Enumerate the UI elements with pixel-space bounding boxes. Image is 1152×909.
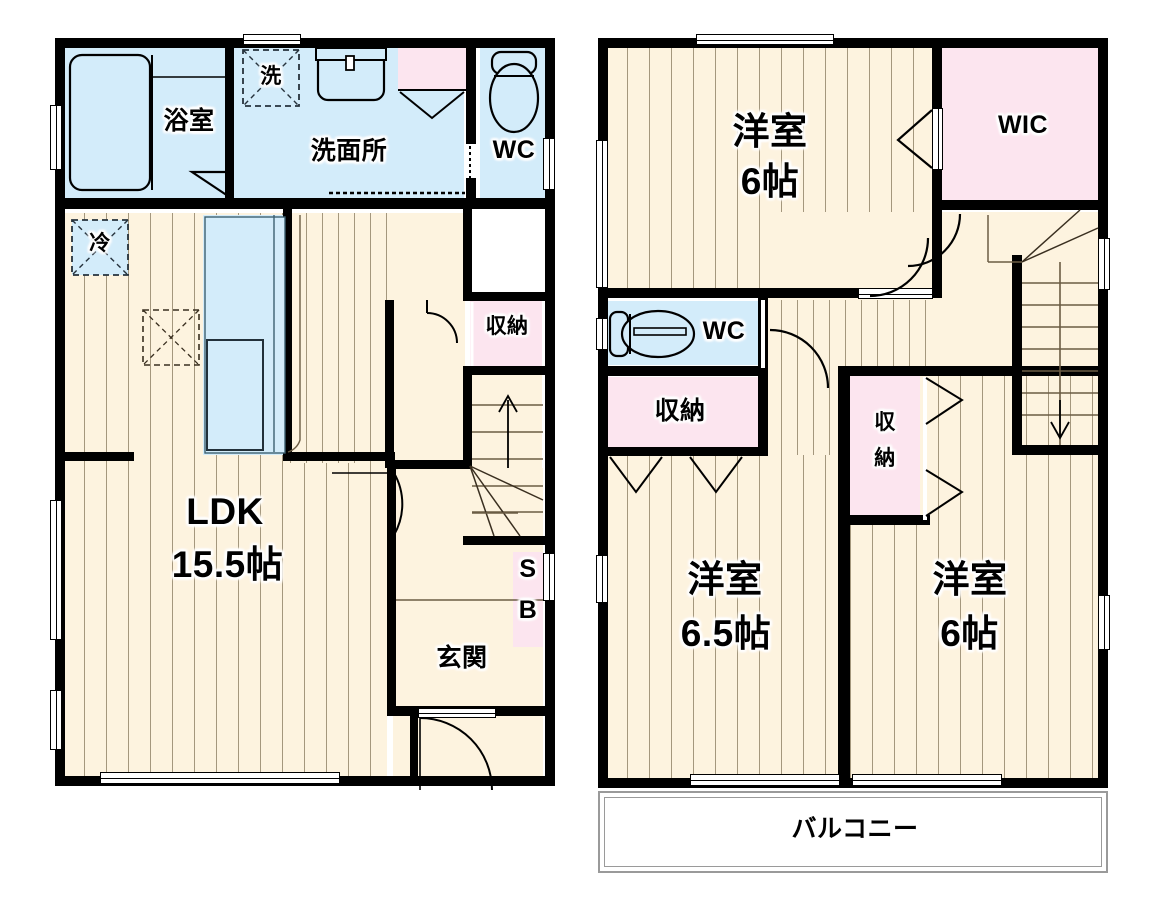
void-box [470,213,542,295]
balcony-inner-line [604,797,1102,867]
shoebox-fill [513,552,543,647]
wall2-stair-left [1012,255,1022,455]
wall-stair-bottom [463,536,547,545]
window2-wic-door [932,108,943,170]
wall2-closet2-bottom [598,447,768,456]
wall2-roomA-right-bot [932,168,942,294]
wall-bath-right [225,44,234,200]
wall-wc-left-lower [466,178,476,202]
window-ldk-left-1 [50,500,62,640]
wic-fill [941,46,1101,206]
closet1-fill [470,300,542,367]
window-ldk-left-2 [50,690,62,750]
wall2-outer-top [598,38,1108,48]
wall-wc-left [466,44,476,144]
window2-roomA-top [696,34,834,45]
wall2-outer-left [598,38,608,786]
balcony-fill [598,791,1108,873]
wall-ldk-right-upper [283,209,292,459]
wall-wet-bottom-r [466,198,555,209]
hallway-wood [290,213,387,463]
wall-porch-left [410,716,418,786]
second-floor-plan: 洋室 6帖 WIC WC 収納 収 納 洋室 6.5帖 洋室 6帖 バルコニー [580,0,1152,909]
wall-stair-left [463,209,472,299]
wall-outer-left [55,38,65,786]
door-entrance[interactable] [418,708,496,718]
wall-closet1-bottom [463,366,547,375]
window-wc1-right [543,138,555,190]
wall2-roomB-right [838,366,850,786]
window2-roomB-left [596,555,608,603]
window2-roomA-doorframe [858,288,933,299]
window2-roomB-bottom [690,774,840,786]
wall-ldk-bottom-div [283,452,395,461]
first-floor-plan: 浴室 洗 洗面所 WC 冷 LDK 15.5帖 収納 玄関 S B [50,34,555,791]
wall-outer-right-upper [545,38,555,778]
wall2-wc2-bottom [598,366,768,376]
wall2-closet3-bottom [838,515,930,525]
wall2-midhall-left [758,296,768,326]
wall-genkan-left [387,460,396,716]
window2-roomC-right [1098,595,1110,650]
closet2-fill [603,377,761,449]
wall2-roomA-bottom [598,288,942,298]
window-bath-left [50,105,62,170]
wall2-closet2-right [758,372,768,456]
wall-closet1-top [463,292,547,301]
window-sb-right [543,553,555,601]
room-bath-fill [62,46,227,198]
hallway-fill [387,213,465,463]
wall2-wic-bottom [932,200,1108,210]
room-a-fill [605,46,935,291]
room-wc1-fill [480,46,548,198]
hall2-mid2-fill [765,212,941,300]
wall-ldk-right-lower [385,300,394,468]
wall-genkan-top [387,460,472,469]
closet3-fill-top [850,375,920,523]
window2-roomA-left [596,140,608,288]
wall-wet-bottom [55,198,470,209]
room-b-fill [605,455,840,780]
wall-stair-left2 [463,366,472,469]
window2-wc2-left [596,318,608,350]
wall-outer-top [55,38,555,48]
window-washroom-top [243,34,301,45]
window2-stairs-right [1098,238,1110,290]
window2-roomC-bottom [852,774,1002,786]
kitchen-counter [203,215,288,455]
wall-ldk-sill-left [62,452,134,461]
wall2-closet3-top [838,366,930,376]
wc2-fill [603,301,761,365]
wall2-outer-right [1098,38,1108,786]
wall2-roomA-right-top [932,44,942,110]
washroom-upper-cabinet [398,47,466,89]
window-ldk-bottom [100,772,340,784]
wall2-stair-bottom [1012,445,1108,455]
